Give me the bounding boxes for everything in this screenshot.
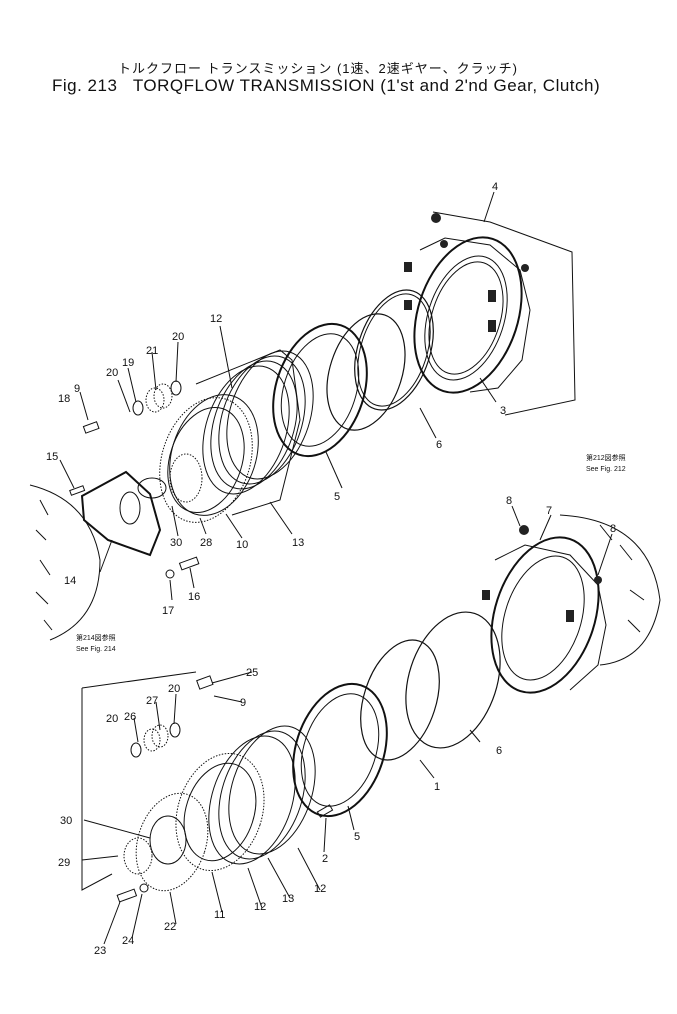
part-2-spring — [316, 804, 334, 818]
callout-10: 10 — [236, 539, 248, 551]
part-14-carrier-upper — [80, 470, 167, 557]
figure-title: TORQFLOW TRANSMISSION (1'st and 2'nd Gea… — [132, 76, 601, 95]
parts-26-27-pinion-lower — [130, 722, 181, 758]
leader-lines — [59, 191, 613, 945]
callout-12-lower-left: 12 — [254, 901, 266, 913]
part-6-ring-upper-2 — [326, 313, 406, 431]
part-16-bolt — [178, 556, 200, 571]
reference-fig-214-en: See Fig. 214 — [76, 646, 116, 653]
part-7-housing-lower — [482, 525, 607, 694]
part-11-gear-drum — [175, 752, 265, 872]
parts-12-13-discs-lower — [208, 725, 316, 865]
part-23-bolt — [116, 888, 138, 903]
callout-21: 21 — [146, 345, 158, 357]
callout-13-lower: 13 — [282, 893, 294, 905]
callout-24: 24 — [122, 935, 134, 947]
part-10-gear-drum — [159, 394, 259, 523]
part-6-ring-lower — [405, 611, 501, 749]
part-15-pin — [69, 485, 86, 496]
figure-title-english: Fig. 213 TORQFLOW TRANSMISSION (1'st and… — [52, 76, 600, 96]
callout-20-lower-right: 20 — [168, 683, 180, 695]
part-22-carrier-lower — [123, 792, 209, 892]
callout-9-lower: 9 — [240, 697, 246, 709]
callout-17: 17 — [162, 605, 174, 617]
part-17-washer — [165, 569, 175, 579]
callout-numbers: 4 3 6 5 12 13 10 28 30 20 21 19 20 9 18 … — [46, 181, 616, 957]
callout-18: 18 — [58, 393, 70, 405]
callout-27: 27 — [146, 695, 158, 707]
part-24-washer — [139, 883, 149, 893]
figure-title-japanese: トルクフロー トランスミッション (1速、2速ギヤー、クラッチ) — [118, 61, 518, 76]
callout-22: 22 — [164, 921, 176, 933]
callout-20-lower-left: 20 — [106, 713, 118, 725]
reference-fig-214: 第214図参照 See Fig. 214 — [76, 633, 116, 653]
callout-28: 28 — [200, 537, 212, 549]
callout-6-lower: 6 — [496, 745, 502, 757]
part-5-plate-lower — [292, 682, 388, 818]
part-5-plate-upper — [272, 322, 368, 458]
callout-20-upper-left: 20 — [106, 367, 118, 379]
callout-30-lower: 30 — [60, 815, 72, 827]
callout-30-upper: 30 — [170, 537, 182, 549]
figure-number: Fig. 213 — [52, 76, 118, 95]
callout-4: 4 — [492, 181, 498, 193]
callout-14: 14 — [64, 575, 76, 587]
callout-29: 29 — [58, 857, 70, 869]
part-25-pin — [196, 675, 214, 690]
part-4-housing-upper — [404, 213, 531, 394]
tire-outline-lower — [559, 514, 661, 666]
part-1-ring-lower — [360, 639, 440, 761]
callout-5-upper: 5 — [334, 491, 340, 503]
callout-8-right: 8 — [610, 523, 616, 535]
parts-12-13-discs-upper — [195, 349, 314, 516]
callout-12-lower-right: 12 — [314, 883, 326, 895]
callout-19: 19 — [122, 357, 134, 369]
reference-fig-212: 第212図参照 See Fig. 212 — [586, 453, 626, 473]
callout-20-upper-right: 20 — [172, 331, 184, 343]
callout-23: 23 — [94, 945, 106, 957]
tire-outline-upper — [29, 484, 101, 641]
callout-26: 26 — [124, 711, 136, 723]
part-6-ring-upper — [354, 289, 434, 411]
callout-12-upper: 12 — [210, 313, 222, 325]
bracket-lower — [81, 671, 197, 891]
reference-fig-214-jp: 第214図参照 — [76, 633, 116, 642]
callout-25: 25 — [246, 667, 258, 679]
callout-9-upper: 9 — [74, 383, 80, 395]
callout-7: 7 — [546, 505, 552, 517]
reference-fig-212-en: See Fig. 212 — [586, 466, 626, 473]
callout-13-upper: 13 — [292, 537, 304, 549]
callout-2: 2 — [322, 853, 328, 865]
part-18-pin — [82, 421, 100, 434]
bracket-4 — [432, 211, 576, 416]
callout-3: 3 — [500, 405, 506, 417]
reference-fig-212-jp: 第212図参照 — [586, 453, 626, 462]
parts-19-21-pinion-upper — [132, 380, 182, 416]
callout-15: 15 — [46, 451, 58, 463]
callout-11: 11 — [214, 909, 225, 921]
callout-1: 1 — [434, 781, 440, 793]
callout-8-left: 8 — [506, 495, 512, 507]
callout-6-upper: 6 — [436, 439, 442, 451]
callout-5-lower: 5 — [354, 831, 360, 843]
callout-16: 16 — [188, 591, 200, 603]
